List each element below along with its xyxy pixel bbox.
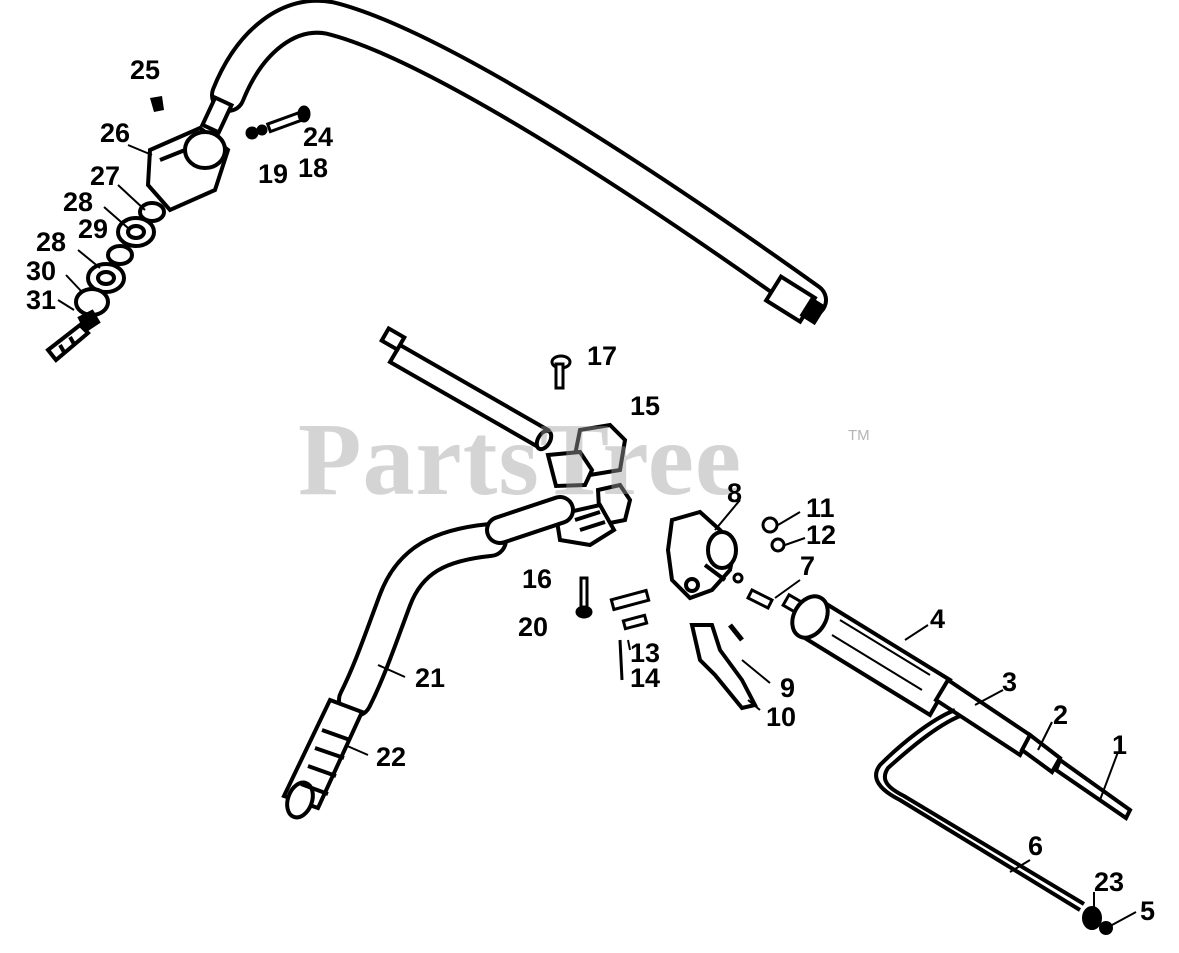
trademark-mark: TM	[848, 427, 870, 444]
main-tube-21	[337, 495, 575, 718]
callout-29: 29	[78, 214, 109, 244]
callout-17: 17	[587, 341, 618, 371]
callout-28-lower: 28	[36, 227, 67, 257]
bolt-25	[150, 96, 164, 112]
callout-10: 10	[766, 702, 797, 732]
callout-4: 4	[930, 604, 946, 634]
callout-31: 31	[26, 285, 57, 315]
callout-30: 30	[26, 256, 57, 286]
nuts-11-12	[761, 516, 786, 553]
callout-22: 22	[376, 742, 407, 772]
clamp-15	[545, 422, 633, 548]
cable-fitting-7	[732, 572, 805, 616]
callout-7: 7	[800, 551, 816, 581]
callout-16: 16	[522, 564, 553, 594]
bearing-stack	[45, 201, 166, 363]
callout-28-upper: 28	[63, 187, 94, 217]
gear-head	[145, 125, 231, 213]
callout-19: 19	[258, 159, 289, 189]
callout-3: 3	[1002, 667, 1018, 697]
screw-24	[245, 105, 311, 140]
leader-lines	[57, 144, 1137, 926]
callout-12: 12	[806, 520, 837, 550]
callout-2: 2	[1053, 700, 1069, 730]
bolt-17	[550, 354, 572, 390]
callout-25: 25	[130, 55, 161, 85]
callout-6: 6	[1028, 831, 1044, 861]
callout-9: 9	[780, 673, 796, 703]
callout-27: 27	[90, 161, 121, 191]
callout-8: 8	[727, 478, 743, 508]
callout-5: 5	[1140, 896, 1156, 926]
callout-11: 11	[806, 493, 835, 523]
throttle-housing-8	[665, 509, 738, 601]
callout-21: 21	[415, 663, 446, 693]
drive-tube-upper	[199, 0, 828, 326]
throttle-cable-6	[874, 708, 1113, 935]
callout-23: 23	[1094, 867, 1125, 897]
callout-26: 26	[100, 118, 131, 148]
callout-24: 24	[303, 122, 334, 152]
front-grip-assembly	[790, 594, 1133, 821]
callout-15: 15	[630, 391, 661, 421]
callout-14: 14	[630, 663, 661, 693]
callout-18: 18	[298, 153, 329, 183]
inner-shaft	[378, 325, 554, 452]
callout-13: 13	[630, 638, 661, 668]
callout-20: 20	[518, 612, 549, 642]
screws-16-20	[575, 576, 651, 681]
callout-1: 1	[1112, 730, 1128, 760]
handle-grip-22	[281, 697, 365, 820]
throttle-trigger	[689, 623, 758, 711]
watermark-text: PartsTree	[298, 402, 743, 517]
